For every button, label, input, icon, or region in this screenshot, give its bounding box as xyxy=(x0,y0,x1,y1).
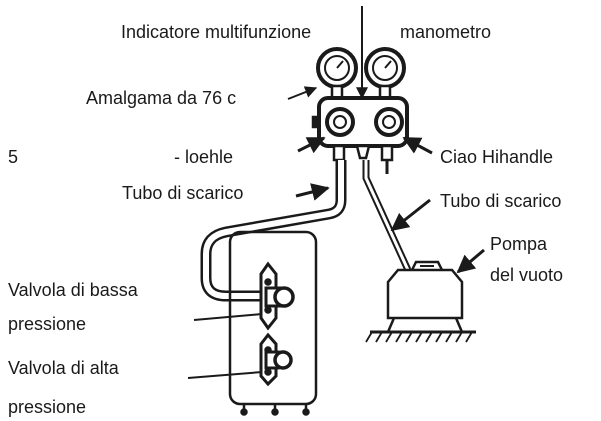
arrow-left-handle xyxy=(297,136,326,154)
low-pressure-valve xyxy=(259,261,295,331)
unit-body xyxy=(228,230,318,406)
arrow-amalgam xyxy=(287,86,318,100)
label-amalgam: Amalgama da 76 c xyxy=(86,88,236,108)
label-pump-line1: Pompa xyxy=(490,234,548,254)
label-low-valve-line2: pressione xyxy=(8,314,86,334)
label-multifunction-indicator: Indicatore multifunzione xyxy=(121,22,311,42)
arrow-right-handle xyxy=(402,136,433,155)
label-right-handle: Ciao Hihandle xyxy=(440,147,553,167)
manifold-body xyxy=(317,96,409,148)
high-pressure-valve xyxy=(259,332,293,387)
label-drain-hose-left: Tubo di scarico xyxy=(122,183,243,203)
label-manometer: manometro xyxy=(400,22,491,42)
high-pressure-gauge xyxy=(364,47,406,100)
label-left-handle: - loehle xyxy=(174,147,233,167)
arrow-drain-left xyxy=(295,183,330,201)
arrow-drain-right xyxy=(390,198,431,232)
outdoor-unit xyxy=(228,230,318,416)
label-number-5: 5 xyxy=(8,147,18,167)
manifold-gauge-set xyxy=(311,47,409,162)
right-handle-knob xyxy=(374,107,404,137)
pump-body xyxy=(386,268,464,320)
arrow-pump xyxy=(456,248,485,274)
pump-handle xyxy=(410,260,444,271)
label-low-valve-line1: Valvola di bassa xyxy=(8,280,139,300)
label-drain-hose-right: Tubo di scarico xyxy=(440,191,561,211)
label-high-valve-line2: pressione xyxy=(8,397,86,417)
label-high-valve-line1: Valvola di alta xyxy=(8,358,120,378)
leader-arrows xyxy=(187,6,485,379)
left-handle-knob xyxy=(325,107,355,137)
low-pressure-gauge xyxy=(316,47,358,100)
hoses xyxy=(200,160,412,302)
label-pump-line2: del vuoto xyxy=(490,265,563,285)
leader-high-valve xyxy=(187,371,263,379)
vacuum-pump xyxy=(365,260,476,343)
leader-low-valve xyxy=(193,313,263,321)
